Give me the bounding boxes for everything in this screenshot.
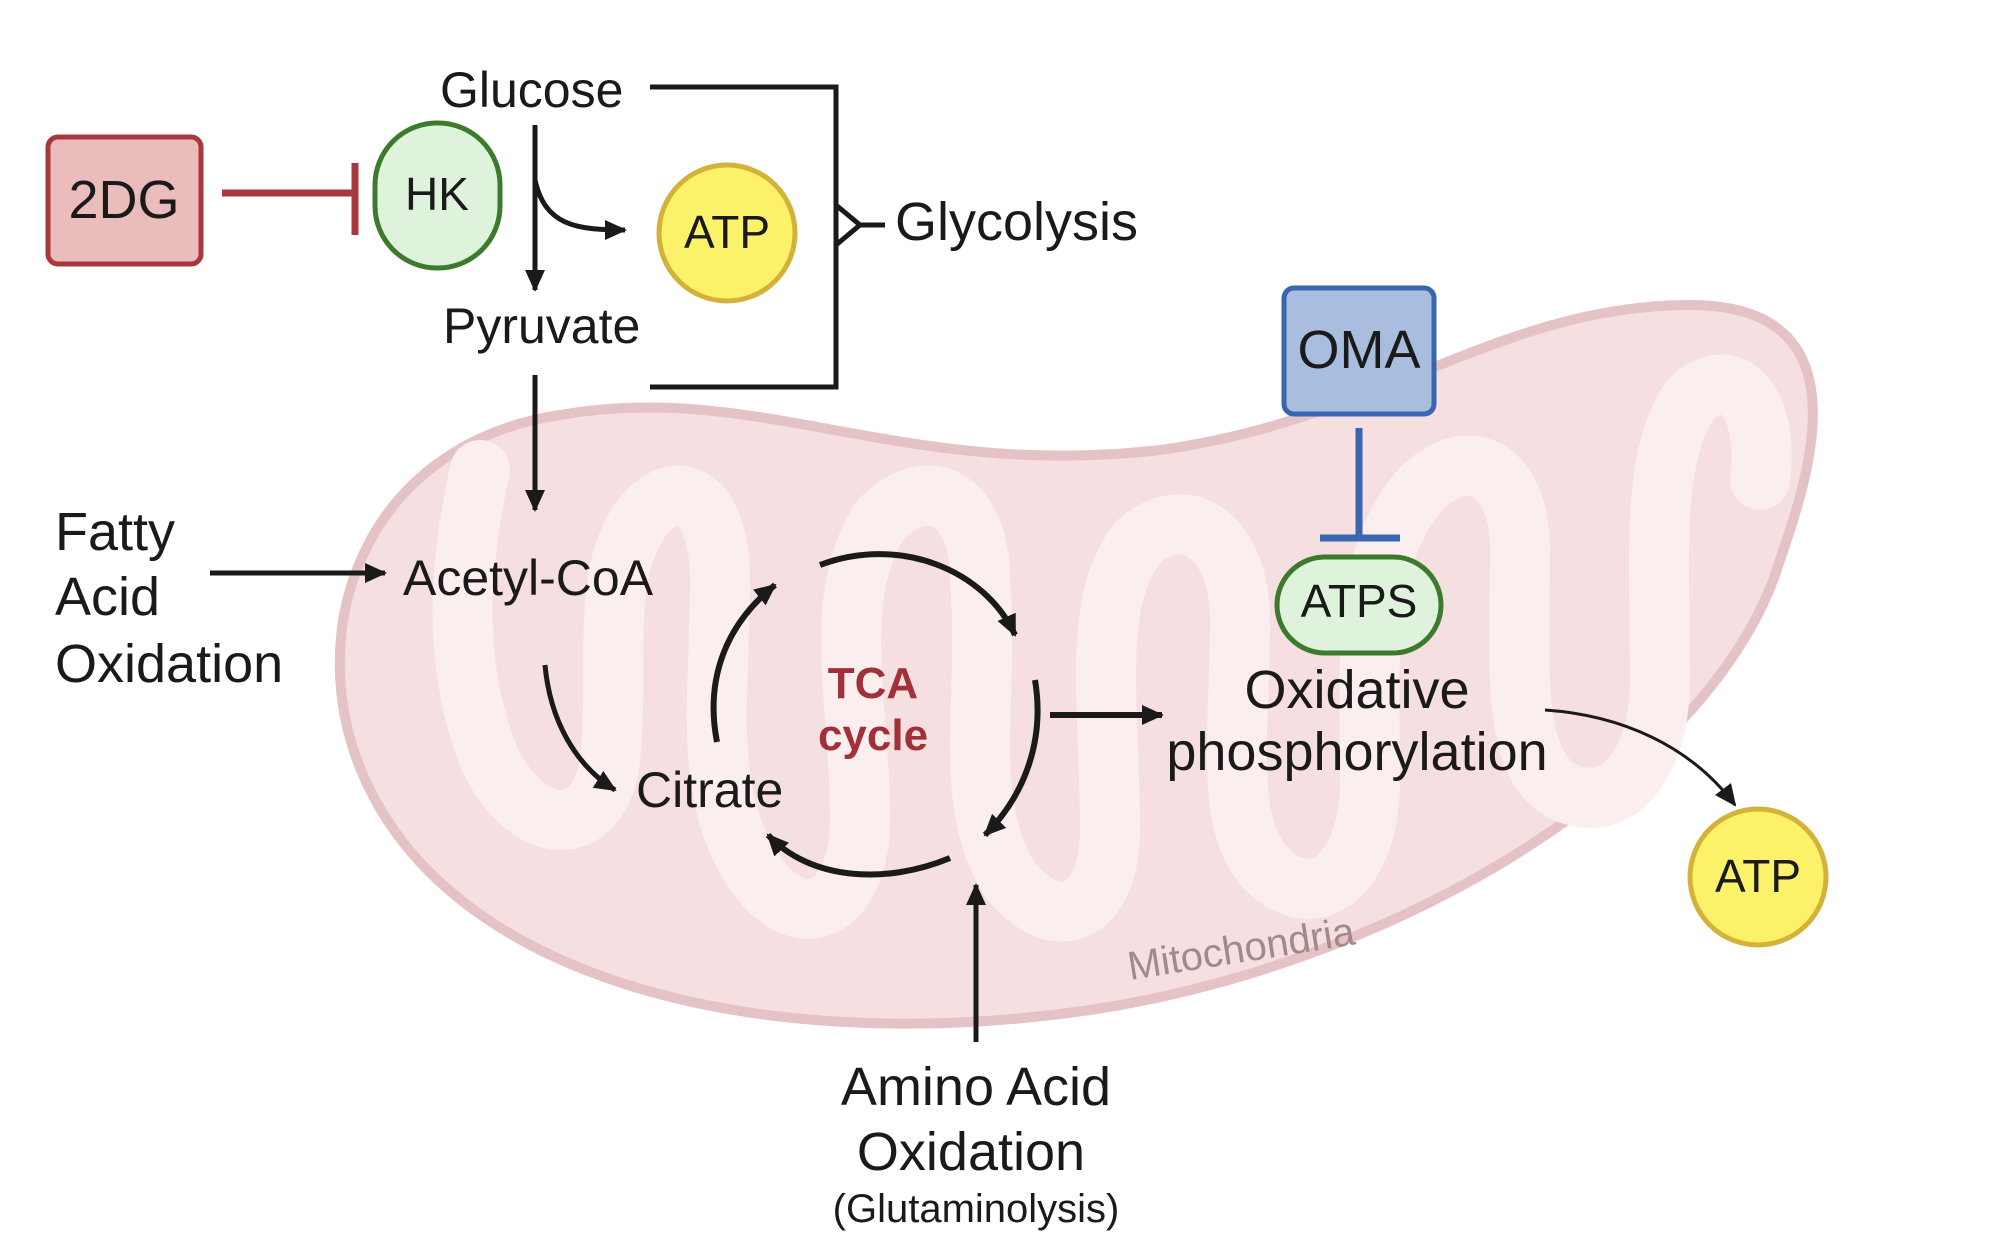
mitochondrion-cristae: [432, 354, 1792, 942]
hk-enzyme: HK: [372, 120, 503, 271]
tca-label-line2: cycle: [818, 711, 928, 760]
tca-label-line1: TCA: [828, 659, 918, 708]
acetylcoa-to-citrate-arrow: [542, 664, 617, 793]
amino-acid-line2: Oxidation: [857, 1122, 1085, 1182]
amino-acid-line3: (Glutaminolysis): [833, 1187, 1120, 1231]
tca-arrow-left: [710, 582, 777, 743]
mitochondrion: Mitochondria: [334, 299, 1818, 1029]
atp-oxphos: ATP: [1687, 806, 1829, 948]
citrate-label: Citrate: [636, 762, 783, 818]
fatty-acid-line1: Fatty: [55, 502, 175, 562]
hk-label: HK: [405, 168, 469, 220]
oma-inhibitor: OMA: [1281, 285, 1437, 417]
atps-label: ATPS: [1301, 575, 1418, 627]
pyruvate-label: Pyruvate: [443, 298, 640, 354]
2dg-inhibitor: 2DG: [45, 134, 204, 267]
tca-arrow-right: [982, 679, 1041, 838]
fatty-acid-line3: Oxidation: [55, 634, 283, 694]
oma-inhibition-line: [1320, 428, 1400, 542]
atps-enzyme: ATPS: [1274, 554, 1444, 656]
oxphos-line2: phosphorylation: [1166, 722, 1547, 782]
tca-arrow-top: [818, 551, 1018, 637]
2dg-label: 2DG: [68, 170, 179, 230]
acetylcoa-label: Acetyl-CoA: [403, 550, 654, 606]
2dg-inhibition-line: [222, 163, 359, 235]
oma-label: OMA: [1297, 320, 1420, 380]
tca-cycle-arrows: [710, 551, 1041, 878]
fatty-acid-line2: Acid: [55, 567, 160, 627]
atp-glycolysis-label: ATP: [684, 206, 770, 258]
amino-acid-line1: Amino Acid: [841, 1057, 1111, 1117]
atp-oxphos-label: ATP: [1715, 850, 1801, 902]
oxphos-to-atp-arrow: [1544, 708, 1737, 807]
tca-arrow-bottom: [765, 832, 952, 878]
atp-glycolysis: ATP: [656, 162, 798, 304]
glycolysis-bracket: [650, 84, 885, 390]
glucose-to-atp-arrow: [532, 179, 627, 240]
glycolysis-label: Glycolysis: [895, 192, 1138, 252]
oxphos-line1: Oxidative: [1244, 660, 1469, 720]
glucose-label: Glucose: [440, 62, 623, 118]
